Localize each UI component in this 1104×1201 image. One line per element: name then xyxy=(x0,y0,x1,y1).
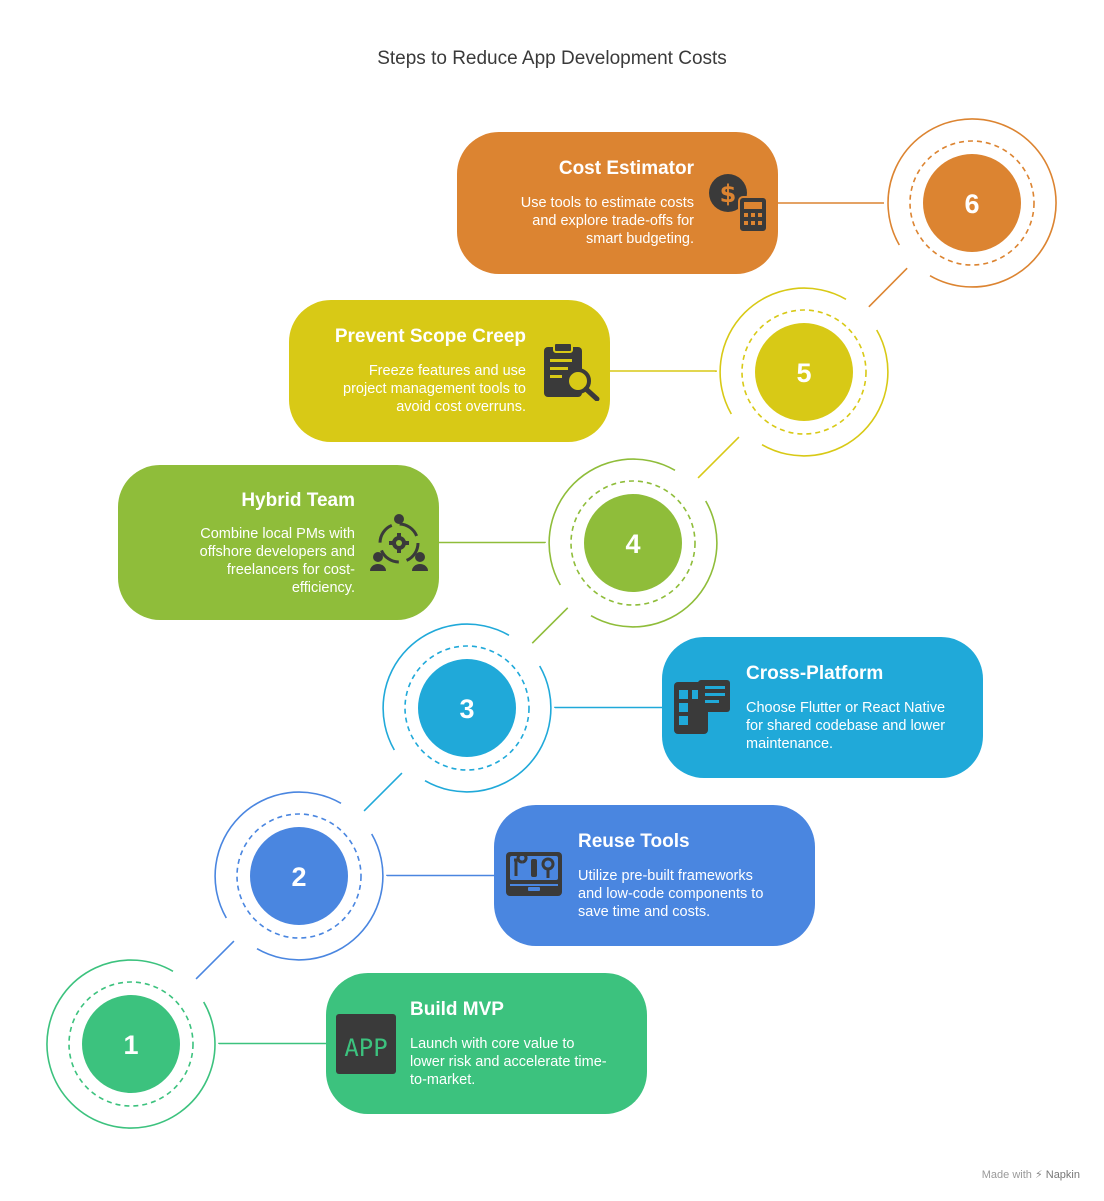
number-disc xyxy=(923,154,1021,252)
footer-credit: Made with ⚡ Napkin xyxy=(982,1168,1080,1181)
card-connector xyxy=(218,1042,326,1045)
step-link xyxy=(363,772,403,812)
number-disc xyxy=(82,995,180,1093)
outer-ring xyxy=(424,665,552,793)
dashed-ring xyxy=(741,309,867,435)
card-connector xyxy=(386,874,494,877)
step-description: Utilize pre-built frameworks and low-cod… xyxy=(578,868,764,920)
number-disc xyxy=(755,323,853,421)
outer-ring xyxy=(887,118,1057,288)
dashed-ring xyxy=(236,813,362,939)
outer-ring xyxy=(214,791,342,919)
toolbox-icon xyxy=(506,851,562,896)
step-1: 1 xyxy=(46,959,326,1129)
number-disc xyxy=(250,827,348,925)
svg-text:$: $ xyxy=(720,180,737,208)
devices-icon xyxy=(674,679,730,734)
step-number: 3 xyxy=(459,694,474,724)
step-link xyxy=(868,267,908,308)
step-title: Cross-Platform xyxy=(746,663,884,684)
outer-ring xyxy=(256,833,384,961)
app-icon-label: APP xyxy=(344,1034,387,1062)
step-number: 4 xyxy=(625,529,640,559)
step-title: Prevent Scope Creep xyxy=(334,326,526,347)
step-link xyxy=(697,436,740,479)
dashed-ring xyxy=(909,140,1035,266)
step-link xyxy=(531,607,569,644)
napkin-logo-icon: ⚡ xyxy=(1034,1169,1043,1181)
step-number: 1 xyxy=(123,1030,138,1060)
step-2: 2 xyxy=(214,791,494,961)
card-connector xyxy=(610,370,717,372)
app-icon: APP xyxy=(336,1013,396,1074)
outer-ring xyxy=(590,500,718,628)
step-description: Launch with core value to lower risk and… xyxy=(410,1036,607,1088)
step-6: 6 xyxy=(778,118,1057,288)
footer-brand: Napkin xyxy=(1045,1169,1080,1181)
footer-made-with: Made with xyxy=(981,1169,1032,1181)
outer-ring xyxy=(548,458,676,586)
number-disc xyxy=(418,659,516,757)
step-card-1: Build MVP Launch with core value to lower… xyxy=(326,973,647,1114)
step-description: Use tools to estimate costs and explore … xyxy=(520,195,694,247)
step-3: 3 xyxy=(382,623,662,793)
step-number: 5 xyxy=(796,358,811,388)
step-number: 6 xyxy=(964,189,979,219)
step-4: 4 xyxy=(439,458,718,628)
step-5: 5 xyxy=(610,287,889,457)
card-connector xyxy=(554,706,662,709)
clipboard-search-icon xyxy=(544,342,600,401)
team-gear-icon xyxy=(370,513,428,571)
step-description: Choose Flutter or React Native for share… xyxy=(746,700,946,752)
outer-ring xyxy=(761,329,889,457)
outer-ring xyxy=(46,959,216,1129)
calculator-dollar-icon: $ xyxy=(709,174,768,233)
step-description: Combine local PMs with offshore develope… xyxy=(199,526,355,596)
step-title: Build MVP xyxy=(410,999,504,1020)
diagram-title: Steps to Reduce App Development Costs xyxy=(377,48,727,69)
step-description: Freeze features and use project manageme… xyxy=(343,363,526,415)
card-connector xyxy=(439,541,546,544)
dashed-ring xyxy=(570,480,696,606)
step-title: Reuse Tools xyxy=(578,831,690,852)
number-disc xyxy=(584,494,682,592)
dashed-ring xyxy=(404,645,530,771)
outer-ring xyxy=(719,287,847,415)
step-title: Hybrid Team xyxy=(241,490,355,511)
outer-ring xyxy=(382,623,510,751)
step-title: Cost Estimator xyxy=(558,158,694,179)
dashed-ring xyxy=(68,981,194,1107)
step-number: 2 xyxy=(291,862,306,892)
step-link xyxy=(195,940,235,980)
